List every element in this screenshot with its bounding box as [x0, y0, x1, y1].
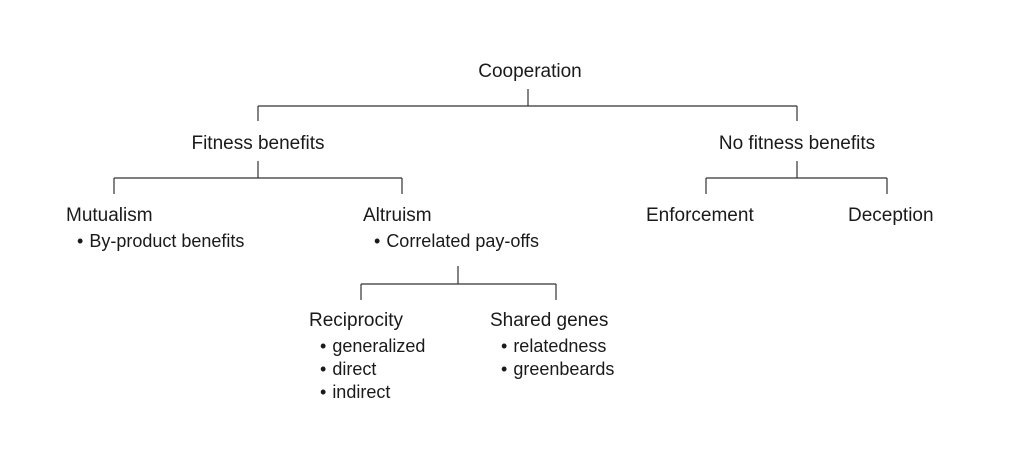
bullet-by-product-benefits: By-product benefits — [77, 230, 244, 252]
bullet-correlated-payoffs: Correlated pay-offs — [374, 230, 539, 252]
connector-root — [257, 89, 798, 121]
bullet-direct: direct — [320, 358, 376, 380]
connector-altruism — [360, 266, 557, 300]
node-shared-genes: Shared genes — [490, 310, 609, 331]
node-enforcement: Enforcement — [646, 205, 754, 226]
node-deception: Deception — [848, 205, 934, 226]
node-reciprocity: Reciprocity — [309, 310, 403, 331]
node-cooperation: Cooperation — [478, 61, 582, 82]
node-altruism: Altruism — [363, 205, 432, 226]
connector-fitness — [113, 161, 403, 194]
connector-no-fitness — [705, 161, 888, 194]
bullet-greenbeards: greenbeards — [501, 358, 614, 380]
node-fitness-benefits: Fitness benefits — [191, 133, 325, 154]
bullet-relatedness: relatedness — [501, 335, 606, 357]
bullet-indirect: indirect — [320, 381, 390, 403]
node-mutualism: Mutualism — [66, 205, 153, 226]
node-no-fitness-benefits: No fitness benefits — [718, 133, 876, 154]
bullet-generalized: generalized — [320, 335, 425, 357]
